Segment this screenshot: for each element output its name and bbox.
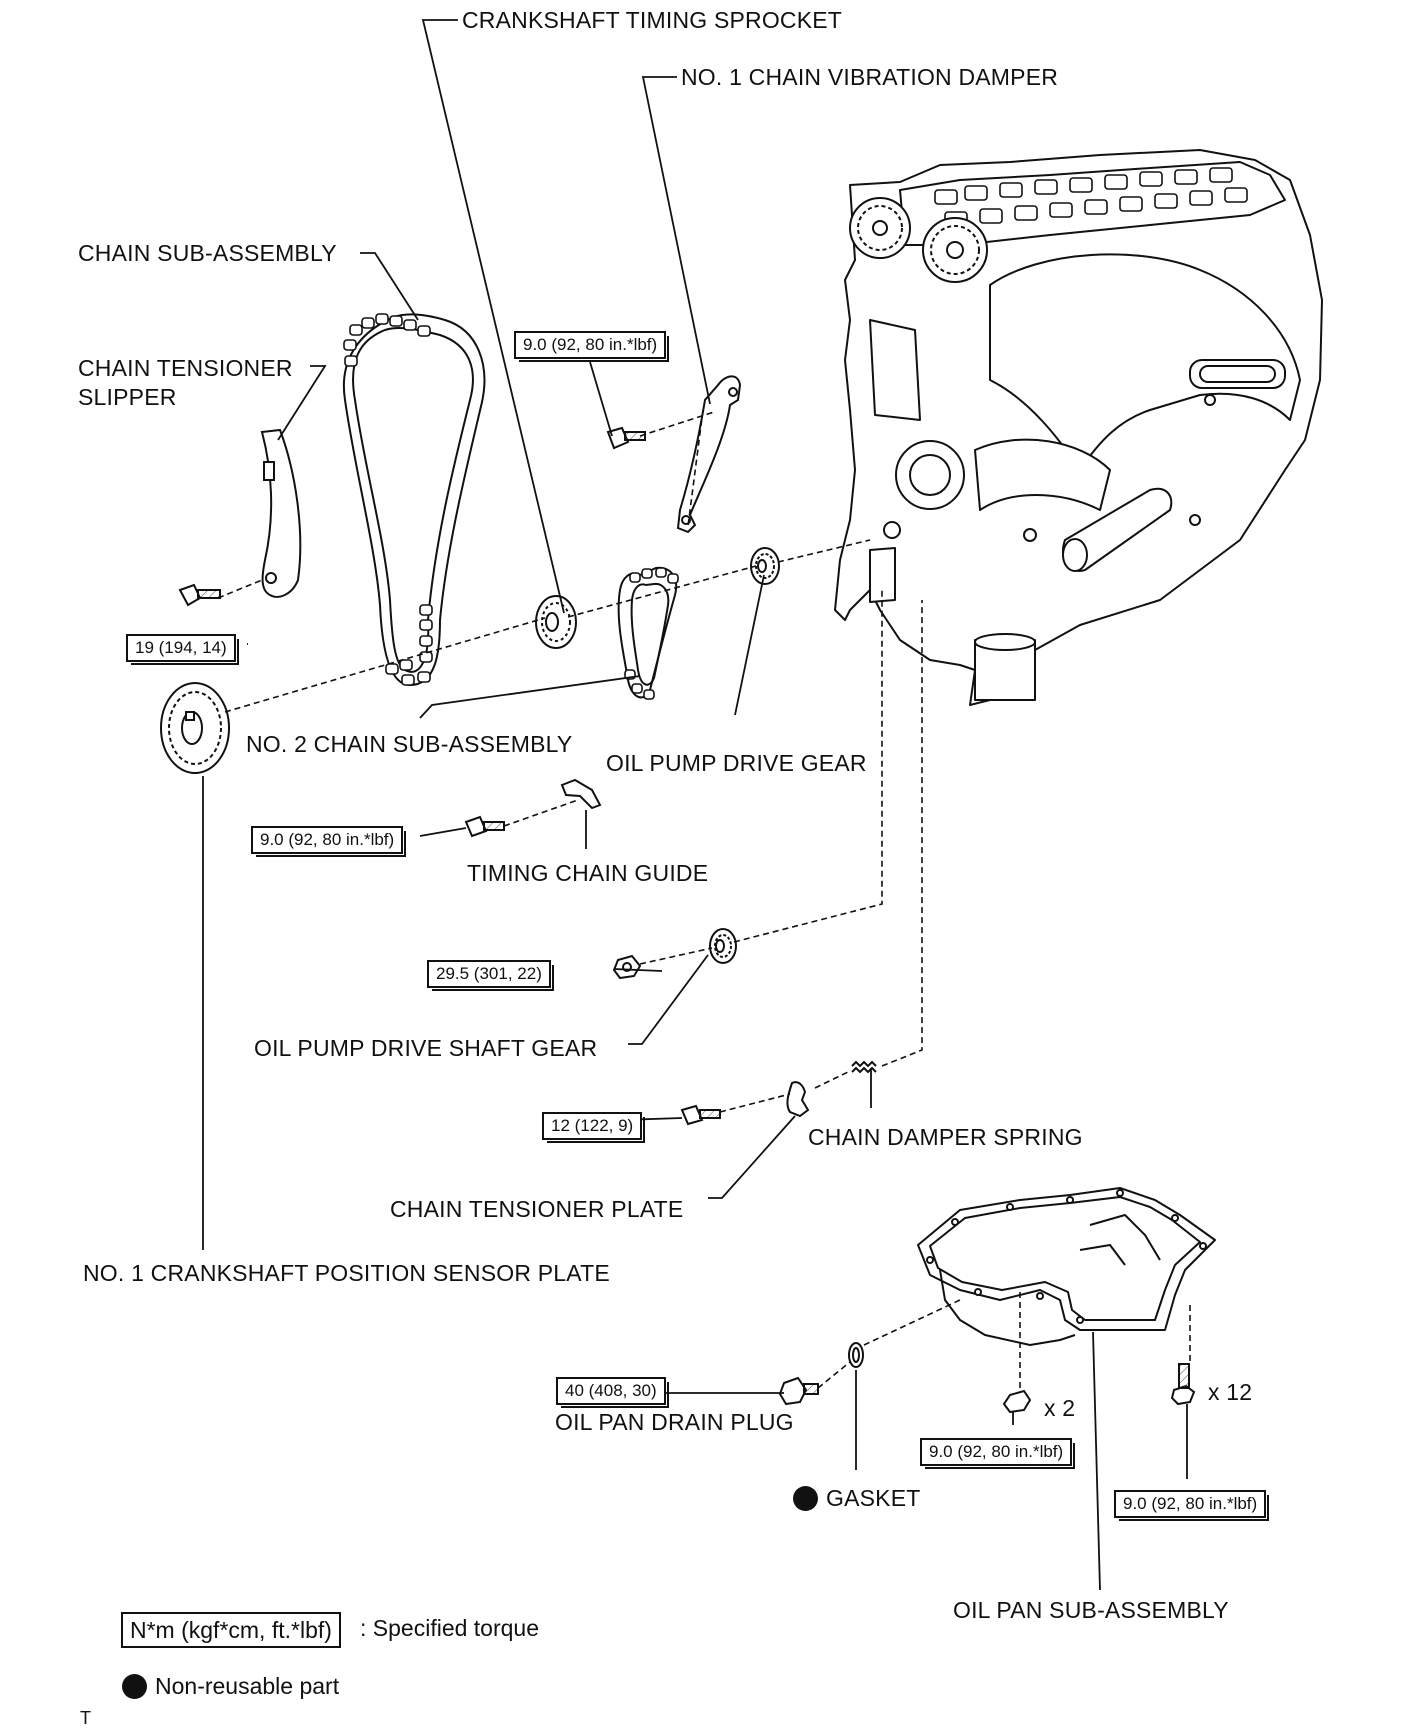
timing-chain-guide [560,778,602,810]
timing-chain [342,313,486,687]
chain-damper-spring [851,1060,877,1074]
label-timing-chain-guide: TIMING CHAIN GUIDE [467,860,709,886]
slipper-bolt [178,583,221,607]
label-oil-pan-drain-plug: OIL PAN DRAIN PLUG [555,1409,794,1435]
torque-drain-plug: 40 (408, 30) [556,1377,669,1408]
damper-bolt [606,426,646,450]
label-no1-chain-vibration-damper: NO. 1 CHAIN VIBRATION DAMPER [681,64,1059,90]
label-chain-sub-assembly: CHAIN SUB-ASSEMBLY [78,240,337,266]
crankshaft-position-sensor-plate [160,682,230,774]
legend-non-reusable-text: Non-reusable part [155,1673,340,1699]
drive-shaft-gear-nut [612,954,642,980]
torque-slipper-bolt: 19 (194, 14) [126,634,239,665]
legend-torque-description: : Specified torque [360,1615,540,1641]
torque-drive-shaft-gear-nut: 29.5 (301, 22) [427,960,554,991]
no2-chain [617,566,679,700]
torque-damper-bolt: 9.0 (92, 80 in.*lbf) [514,331,670,362]
label-chain-damper-spring: CHAIN DAMPER SPRING [808,1124,1083,1150]
tensioner-plate-bolt [680,1104,721,1126]
torque-tensioner-plate-bolt: 12 (122, 9) [542,1112,646,1143]
pan-nut-part [1002,1389,1032,1414]
chain-vibration-damper [676,375,742,534]
dashed-alignment-lines [217,409,1191,1390]
engine-block [834,149,1323,706]
non-reusable-marker-gasket [793,1486,818,1511]
torque-chain-guide-bolt: 9.0 (92, 80 in.*lbf) [251,826,407,857]
chain-tensioner-plate [786,1081,810,1118]
legend-non-reusable-marker [122,1674,147,1699]
torque-pan-bolt-x12: 9.0 (92, 80 in.*lbf) [1114,1490,1270,1521]
label-oil-pump-drive-gear: OIL PUMP DRIVE GEAR [606,750,867,776]
label-oil-pan-sub-assembly: OIL PAN SUB-ASSEMBLY [953,1597,1229,1623]
footer-mark: T [80,1708,91,1728]
legend-torque-units: N*m (kgf*cm, ft.*lbf) [121,1612,341,1648]
label-oil-pump-drive-shaft-gear: OIL PUMP DRIVE SHAFT GEAR [254,1035,598,1061]
label-chain-tensioner-slipper-line1: CHAIN TENSIONER [78,355,293,381]
pan-bolt-part [1170,1363,1196,1406]
label-chain-tensioner-plate: CHAIN TENSIONER PLATE [390,1196,684,1222]
label-no2-chain-sub-assembly: NO. 2 CHAIN SUB-ASSEMBLY [246,731,573,757]
label-quantity-x2: x 2 [1044,1395,1076,1421]
guide-bolt [464,815,505,838]
torque-pan-nut-x2: 9.0 (92, 80 in.*lbf) [920,1438,1076,1469]
leader-lines [202,19,1188,1591]
label-chain-tensioner-slipper-line2: SLIPPER [78,384,177,410]
label-no1-crankshaft-position-sensor-plate: NO. 1 CRANKSHAFT POSITION SENSOR PLATE [83,1260,610,1286]
label-gasket: GASKET [826,1485,921,1511]
label-crankshaft-timing-sprocket: CRANKSHAFT TIMING SPROCKET [462,7,843,33]
crankshaft-timing-sprocket [535,595,577,649]
drain-plug-part [778,1376,819,1406]
chain-tensioner-slipper [260,428,302,598]
gasket-part [848,1342,864,1368]
label-quantity-x12: x 12 [1208,1379,1253,1405]
oil-pan [917,1187,1216,1346]
oil-pump-drive-shaft-gear [709,928,737,964]
oil-pump-drive-gear [750,547,780,585]
